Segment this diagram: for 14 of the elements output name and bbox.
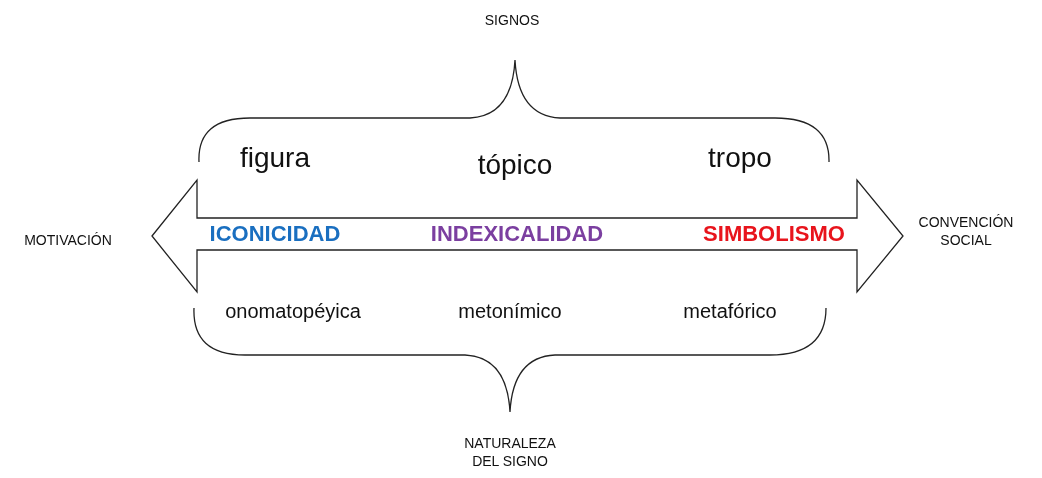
term-label: metafórico xyxy=(683,299,777,324)
group-label: SIGNOS xyxy=(484,10,540,30)
term-label: onomatopéyica xyxy=(225,299,361,324)
pole-label: MOTIVACIÓN xyxy=(24,230,112,250)
group-label: NATURALEZA DEL SIGNO xyxy=(463,433,557,471)
category-label: SIMBOLISMO xyxy=(703,219,845,248)
term-label: tropo xyxy=(708,140,772,175)
term-label: figura xyxy=(240,140,310,175)
double-arrow xyxy=(150,178,906,294)
category-label: INDEXICALIDAD xyxy=(430,219,604,248)
term-label: tópico xyxy=(477,147,553,182)
category-label: ICONICIDAD xyxy=(209,219,341,248)
pole-label: CONVENCIÓN SOCIAL xyxy=(917,212,1015,250)
term-label: metonímico xyxy=(458,299,562,324)
